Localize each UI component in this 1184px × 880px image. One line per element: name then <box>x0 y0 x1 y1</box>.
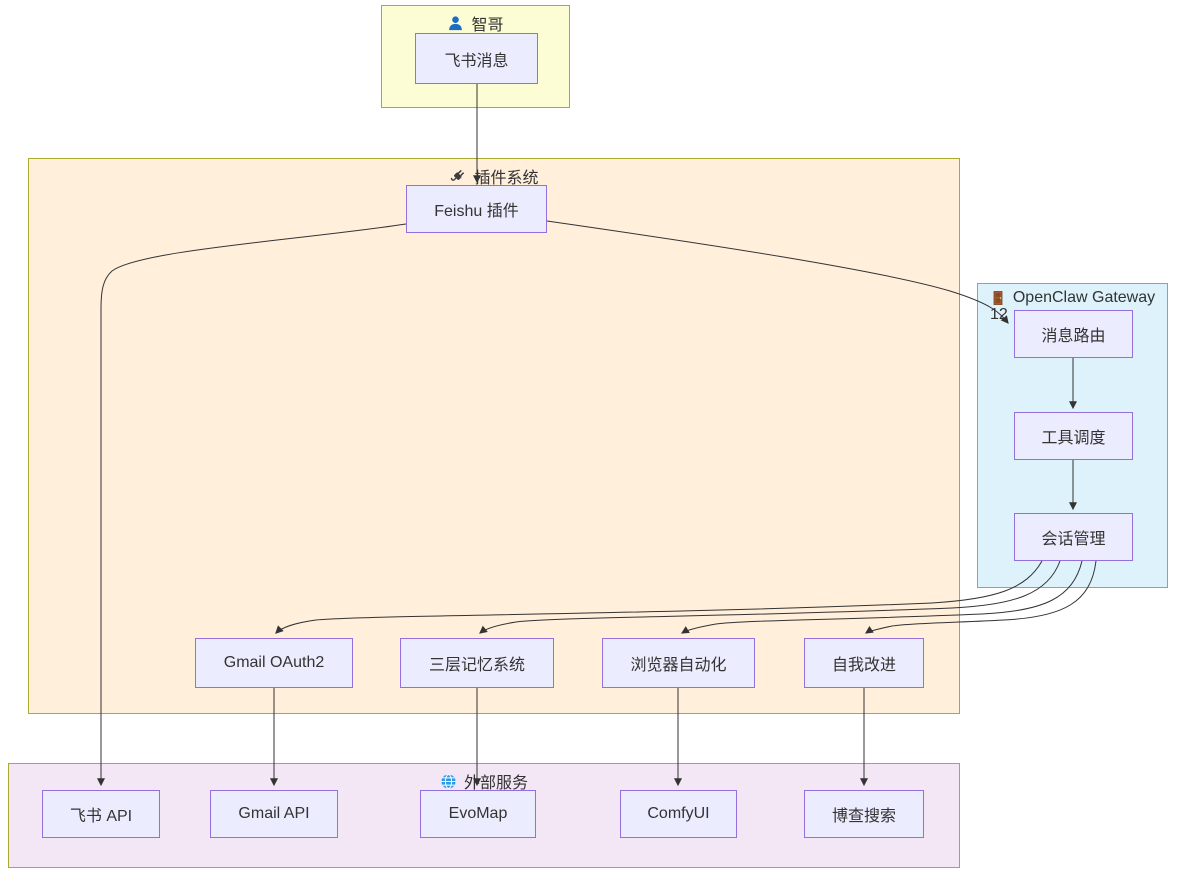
node-evomap: EvoMap <box>420 790 536 838</box>
section-user-title: 智哥 <box>382 6 569 35</box>
node-feishu-api: 飞书 API <box>42 790 160 838</box>
node-gmail-oauth2: Gmail OAuth2 <box>195 638 353 688</box>
person-icon <box>447 15 464 32</box>
edge-label-12: 12 <box>990 306 1008 323</box>
section-external-title: 外部服务 <box>9 764 959 793</box>
node-feishu-plugin: Feishu 插件 <box>406 185 547 233</box>
node-memory-system: 三层记忆系统 <box>400 638 554 688</box>
node-tool-dispatch: 工具调度 <box>1014 412 1133 460</box>
section-plugin-system: 插件系统 <box>28 158 960 714</box>
section-gateway-title: OpenClaw Gateway <box>978 284 1167 307</box>
section-plugin-title: 插件系统 <box>29 159 959 188</box>
section-user-label: 智哥 <box>471 17 504 34</box>
section-plugin-label: 插件系统 <box>474 170 539 187</box>
node-self-improvement: 自我改进 <box>804 638 924 688</box>
node-comfyui: ComfyUI <box>620 790 737 838</box>
node-message-routing: 消息路由 <box>1014 310 1133 358</box>
node-session-management: 会话管理 <box>1014 513 1133 561</box>
door-icon <box>990 290 1006 306</box>
node-browser-automation: 浏览器自动化 <box>602 638 755 688</box>
plug-icon <box>449 167 467 185</box>
node-gmail-api: Gmail API <box>210 790 338 838</box>
globe-icon <box>440 773 457 790</box>
node-feishu-message: 飞书消息 <box>415 33 538 84</box>
section-gateway-label: OpenClaw Gateway <box>1012 289 1156 306</box>
node-bocha-search: 博查搜索 <box>804 790 924 838</box>
